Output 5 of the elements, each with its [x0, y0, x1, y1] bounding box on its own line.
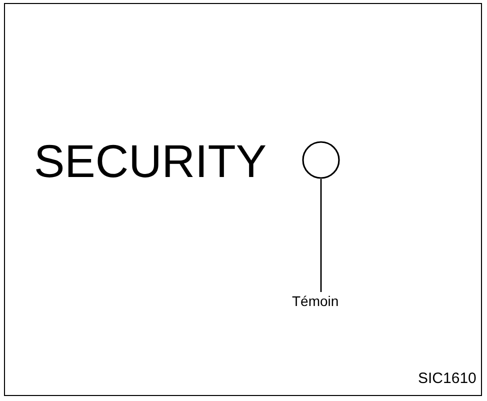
indicator-caption: SECURITY: [34, 138, 267, 184]
figure-code: SIC1610: [418, 371, 476, 386]
part-label: Témoin: [292, 292, 339, 310]
leader-line: [320, 179, 322, 292]
indicator-light-circle: [302, 141, 340, 179]
